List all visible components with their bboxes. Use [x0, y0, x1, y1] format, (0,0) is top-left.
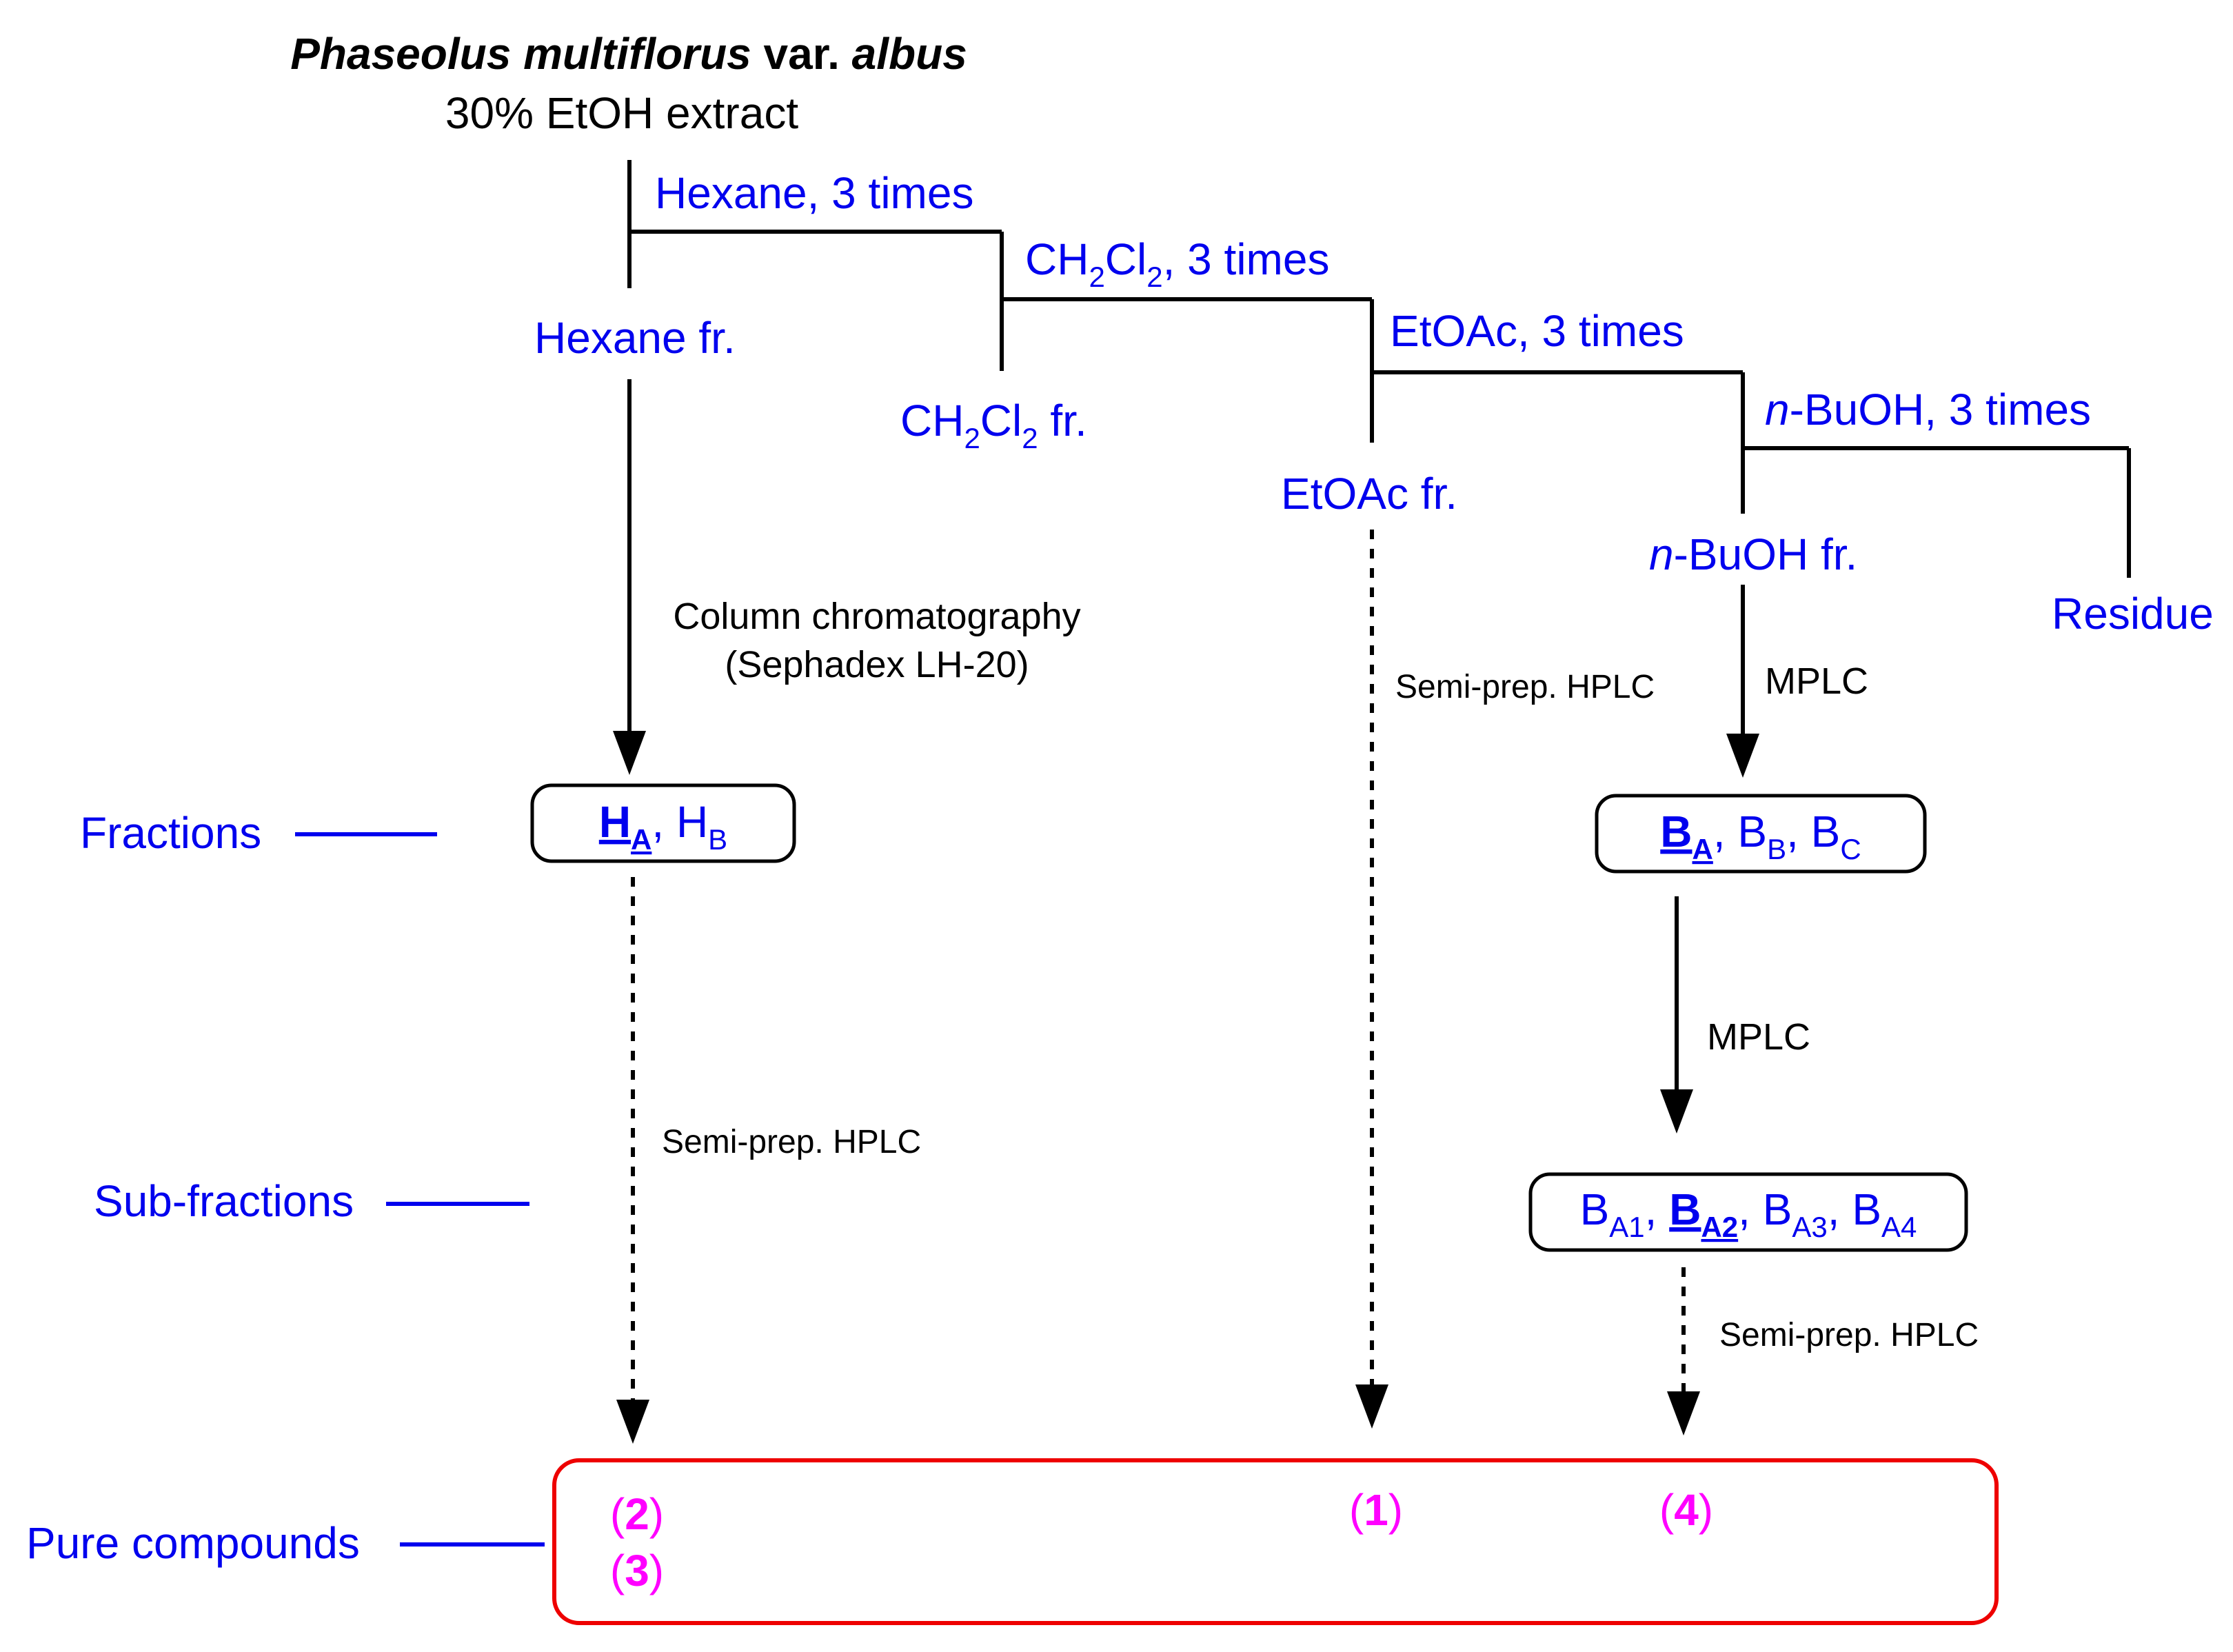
hexane-semiprep-arrowhead: [616, 1400, 649, 1444]
buoh-step-label: n-BuOH, 3 times: [1765, 385, 2091, 434]
hexane-semiprep-label: Semi-prep. HPLC: [662, 1124, 921, 1160]
residue-label: Residue: [2052, 589, 2214, 638]
fraction-bb: B: [1737, 807, 1767, 856]
source-species-title: Phaseolus multiflorus var. albus: [290, 29, 967, 79]
fraction-ba: B: [1660, 807, 1692, 856]
sub-fractions-text: BA1, BA2, BA3, BA4: [1580, 1185, 1917, 1243]
sub-fractions-level-label: Sub-fractions: [94, 1176, 354, 1226]
compound-1: (1): [1349, 1485, 1403, 1535]
ch2cl2-step-label: CH2Cl2, 3 times: [1025, 234, 1329, 293]
sub-fractions-box: [1528, 1172, 1968, 1252]
pure-compounds-box: [552, 1458, 1999, 1625]
ch2cl2-fraction-label: CH2Cl2 fr.: [900, 396, 1087, 454]
fraction-bc: B: [1811, 807, 1841, 856]
compound-3: (3): [610, 1546, 664, 1595]
ba2-semiprep-arrowhead: [1667, 1391, 1700, 1436]
buoh-mplc-label: MPLC: [1765, 661, 1868, 702]
hexane-fractions-text: HA, HB: [599, 797, 727, 856]
hexane-column-arrowhead: [613, 731, 646, 775]
etoac-semiprep-arrowhead: [1355, 1384, 1388, 1429]
hexane-fraction-label: Hexane fr.: [534, 313, 736, 363]
buoh-fraction-label: n-BuOH fr.: [1649, 530, 1857, 579]
buoh-fractions-box: [1595, 794, 1927, 874]
fraction-hb: H: [676, 797, 708, 847]
etoac-step-label: EtOAc, 3 times: [1390, 306, 1684, 356]
buoh-fractions-text: BA, BB, BC: [1660, 807, 1861, 865]
ba-mplc-label: MPLC: [1707, 1016, 1810, 1058]
fraction-ba4: B: [1852, 1185, 1881, 1234]
fraction-ha: H: [599, 797, 631, 847]
column-chromatography-label: Column chromatography: [673, 596, 1080, 637]
fraction-ba2: B: [1669, 1185, 1701, 1234]
ba-mplc-arrowhead: [1660, 1089, 1693, 1134]
pure-compounds-level-label: Pure compounds: [26, 1518, 360, 1568]
etoac-semiprep-label: Semi-prep. HPLC: [1395, 669, 1655, 705]
ba2-semiprep-label: Semi-prep. HPLC: [1719, 1317, 1979, 1353]
sephadex-label: (Sephadex LH-20): [725, 644, 1029, 685]
hexane-step-label: Hexane, 3 times: [655, 168, 973, 218]
compound-2: (2): [610, 1489, 664, 1539]
fractions-level-label: Fractions: [80, 808, 261, 858]
source-extract-label: 30% EtOH extract: [445, 88, 798, 138]
fraction-ba1: B: [1580, 1185, 1610, 1234]
fraction-ba3: B: [1763, 1185, 1792, 1234]
buoh-mplc-arrowhead: [1726, 734, 1759, 778]
etoac-fraction-label: EtOAc fr.: [1281, 469, 1457, 518]
compound-4: (4): [1659, 1485, 1713, 1535]
hexane-fractions-box: [530, 783, 796, 863]
